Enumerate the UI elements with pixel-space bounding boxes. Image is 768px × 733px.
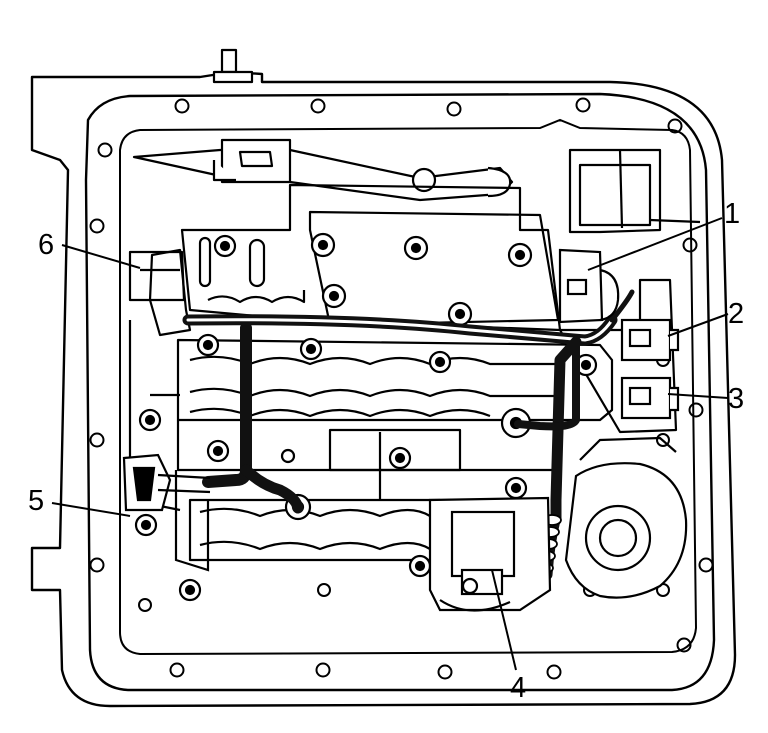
callout-6: 6 (38, 229, 54, 261)
inner-gasket-surface (119, 118, 698, 656)
callout-leader-lines (51, 217, 729, 671)
callout-4: 4 (510, 672, 526, 704)
component-5-sensor (122, 453, 211, 572)
callout-1: 1 (724, 198, 740, 230)
callout-2: 2 (728, 298, 744, 330)
case-flange (30, 70, 737, 708)
component-3-solenoid (620, 376, 680, 420)
flange-bolt-holes (89, 97, 714, 680)
callouts: 1 2 3 4 5 6 (28, 198, 744, 704)
component-4-pressure-solenoid (428, 496, 552, 612)
callout-3: 3 (728, 383, 744, 415)
component-2-solenoid (620, 318, 680, 362)
accumulator-housing (564, 436, 688, 599)
callout-5: 5 (28, 485, 44, 517)
valve-body-bolts (134, 232, 644, 602)
